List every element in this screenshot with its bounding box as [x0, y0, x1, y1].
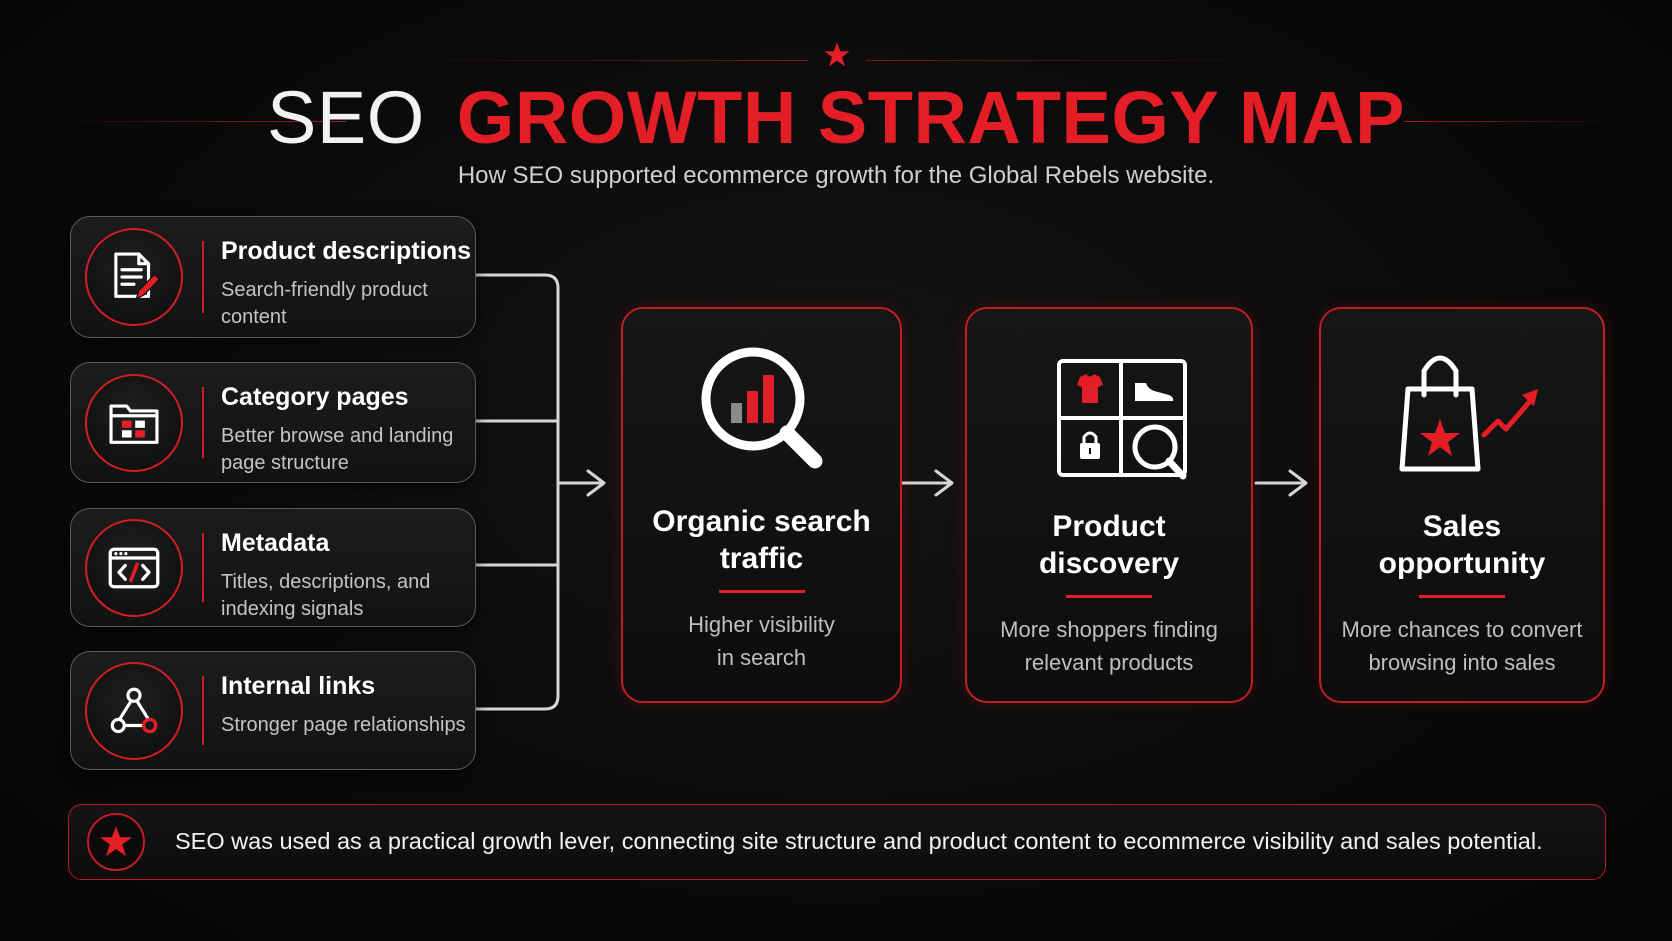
icon-circle — [85, 228, 183, 326]
header-top-rule-right — [866, 60, 1294, 61]
flow-description: More chances to convert browsing into sa… — [1331, 613, 1593, 679]
header-star-icon — [824, 42, 850, 67]
footer-banner: SEO was used as a practical growth lever… — [68, 804, 1606, 880]
header-top-rule-left — [380, 60, 808, 61]
input-description: Better browse and landing page structure — [221, 425, 454, 474]
flow-title-line: traffic — [719, 542, 804, 575]
input-title: Product descriptions — [221, 237, 472, 265]
card-divider — [202, 387, 204, 458]
input-title: Category pages — [221, 383, 409, 411]
input-description: Search-friendly product content — [221, 279, 428, 328]
title-underline — [1066, 595, 1152, 598]
flow-description: Higher visibility in search — [633, 608, 890, 674]
header-rule-left — [50, 121, 346, 122]
flow-title-line: Product — [1052, 510, 1166, 543]
network-link-icon — [110, 687, 158, 733]
flow-icon — [623, 339, 900, 489]
input-card-internal-links: Internal links Stronger page relationshi… — [70, 651, 476, 770]
flow-title: Product discovery — [967, 508, 1251, 582]
flow-icon — [967, 339, 1251, 489]
card-divider — [202, 533, 204, 602]
product-grid-search-icon — [1057, 359, 1187, 480]
icon-circle — [85, 373, 183, 472]
icon-circle — [85, 661, 183, 760]
flow-desc-line: browsing into sales — [1368, 650, 1556, 675]
footer-icon-circle — [87, 813, 145, 871]
flow-desc-line: Higher visibility — [688, 612, 835, 637]
shopping-bag-growth-icon — [1399, 355, 1538, 472]
title-underline — [718, 590, 805, 593]
input-card-product-descriptions: Product descriptions Search-friendly pro… — [70, 216, 476, 338]
title-seo: SEO — [267, 76, 425, 159]
flow-desc-line: relevant products — [1024, 650, 1194, 675]
footer-text: SEO was used as a practical growth lever… — [175, 828, 1543, 854]
code-window-icon — [108, 547, 160, 588]
star-icon — [100, 826, 132, 857]
flow-desc-line: in search — [716, 645, 807, 670]
input-description: Titles, descriptions, and indexing signa… — [221, 571, 431, 620]
flow-card-organic-search-traffic: Organic search traffic Higher visibility… — [621, 307, 902, 703]
icon-circle — [85, 518, 183, 617]
flow-title-line: opportunity — [1378, 547, 1546, 580]
flow-desc-line: More chances to convert — [1341, 617, 1583, 642]
title-growth-strategy-map: GROWTH STRATEGY MAP — [456, 76, 1405, 159]
flow-title: Organic search traffic — [623, 503, 900, 577]
header-rule-right — [1404, 121, 1620, 122]
document-edit-icon — [114, 252, 161, 300]
card-divider — [202, 241, 204, 313]
input-title: Internal links — [221, 672, 376, 700]
flow-desc-line: More shoppers finding — [1000, 617, 1218, 642]
flow-card-product-discovery: Product discovery More shoppers finding … — [965, 307, 1253, 703]
flow-icon — [1321, 339, 1603, 489]
page-title: SEO GROWTH STRATEGY MAP — [0, 76, 1672, 160]
input-card-metadata: Metadata Titles, descriptions, and index… — [70, 508, 476, 627]
flow-title-line: Organic search — [652, 505, 871, 538]
title-underline — [1419, 595, 1505, 598]
flow-description: More shoppers finding relevant products — [977, 613, 1241, 679]
card-divider — [202, 676, 204, 745]
page-subtitle: How SEO supported ecommerce growth for t… — [457, 162, 1215, 189]
input-title: Metadata — [221, 529, 330, 557]
input-description: Stronger page relationships — [221, 714, 466, 736]
flow-title-line: discovery — [1038, 547, 1180, 580]
flow-title: Sales opportunity — [1321, 508, 1603, 582]
flow-title-line: Sales — [1422, 510, 1502, 543]
input-card-category-pages: Category pages Better browse and landing… — [70, 362, 476, 483]
flow-card-sales-opportunity: Sales opportunity More chances to conver… — [1319, 307, 1605, 703]
magnifier-chart-icon — [701, 347, 822, 469]
folder-grid-icon — [109, 404, 159, 444]
